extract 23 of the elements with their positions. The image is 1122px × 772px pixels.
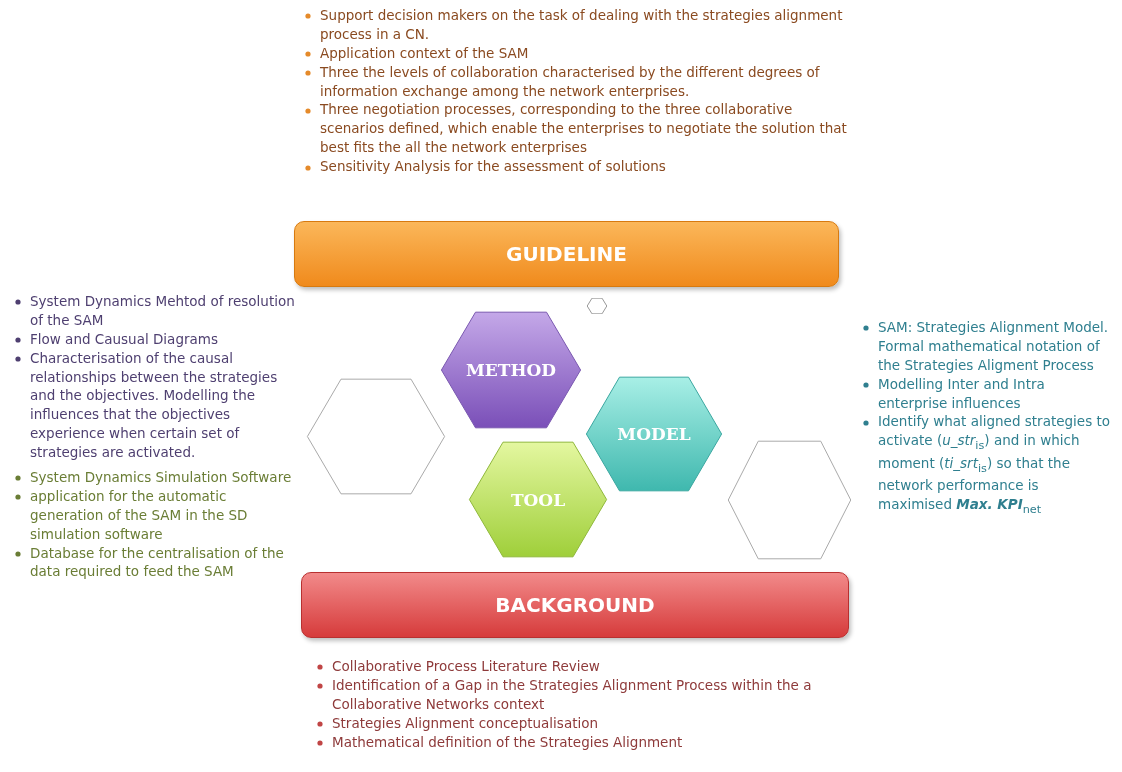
section-banner: GUIDELINE xyxy=(294,221,839,287)
bullet-text: System Dynamics Simulation Software xyxy=(30,469,292,485)
hexagon-label: MODEL xyxy=(617,424,691,444)
hexagon-label: TOOL xyxy=(510,489,566,510)
bullet-text: Strategies Alignment conceptualisation xyxy=(332,714,599,731)
bullet-text: Sensitivity Analysis for the assessment of solutions xyxy=(320,158,666,175)
bullet-text: Mathematical definition of the Strategies Alignment xyxy=(332,733,683,750)
bullet-text: Characterisation of the causal relationships between the strategies and the objectives. Modelling the influences that the objectives experience when certain set of strategies are activated. xyxy=(30,349,278,461)
bullet-text: Identification of a Gap in the Strategies Alignment Process within the a Collaborative Networks context xyxy=(332,676,812,712)
bullet-text: application for the automatic generation of the SAM in the SD simulation software xyxy=(30,487,248,542)
bullet-text: Three negotiation processes, corresponding to the three collaborative scenarios defined, which enable the enterprises to negotiate the solution that best fits the all the network enterprises xyxy=(320,101,847,156)
bullet-text: Support decision makers on the task of dealing with the strategies alignment process in a CN. xyxy=(320,7,843,42)
bullet-text: Identify what aligned strategies to activate (u_str$_{is}$) and in which moment (ti_srt$_{is}$) so that the network performance is maximised Max. KPI$_{net}$ xyxy=(878,413,1111,513)
section-banner: BACKGROUND xyxy=(301,572,849,638)
bullet-text: Database for the centralisation of the data required to feed the SAM xyxy=(30,544,284,580)
bullet-text: Modelling Inter and Intra enterprise influences xyxy=(878,375,1045,411)
bullet-text: SAM: Strategies Alignment Model. Formal mathematical notation of the Strategies Aligment Process xyxy=(878,319,1109,373)
bullet-text: Application context of the SAM xyxy=(320,44,529,61)
bullet-text: System Dynamics Mehtod of resolution of the SAM xyxy=(30,293,295,328)
bullet-text: Collaborative Process Literature Review xyxy=(332,658,600,674)
bullet-text: Three the levels of collaboration characterised by the different degrees of information exchange among the network enterprises. xyxy=(320,63,820,99)
hexagon-label: METHOD xyxy=(466,360,556,380)
bullet-text: Flow and Causual Diagrams xyxy=(30,330,218,347)
